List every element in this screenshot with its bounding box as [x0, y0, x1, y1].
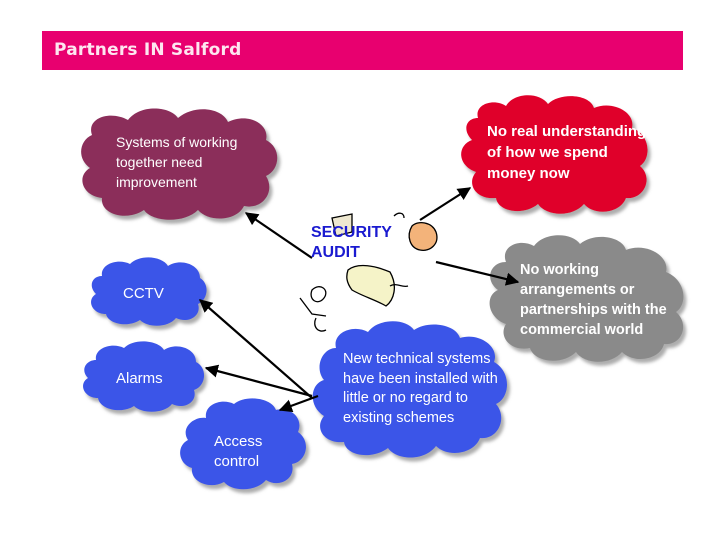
- cloud-new-tech-shape: [312, 321, 507, 458]
- header-title: Partners IN Salford: [54, 40, 242, 60]
- cloud-access: [180, 398, 306, 490]
- header-banner: Partners IN Salford: [42, 31, 683, 70]
- cloud-no-working-shape: [489, 235, 684, 362]
- cloud-alarms: [83, 341, 205, 412]
- arrow-to-access: [278, 394, 319, 413]
- cloud-cctv-shape: [91, 257, 207, 326]
- cloud-new-tech-text: New technical systems have been installe…: [343, 351, 498, 426]
- cloud-no-working: [489, 235, 684, 362]
- connector-arrows: [199, 187, 520, 413]
- arrow-to-no-working: [435, 260, 520, 286]
- cloud-no-real-text: No real understanding of how we spend mo…: [487, 123, 647, 182]
- security-clipart-icon: [299, 212, 438, 332]
- cloud-systems-shape: [81, 108, 278, 220]
- cloud-systems: [81, 108, 278, 220]
- arrow-to-alarms: [204, 364, 313, 398]
- cloud-systems-text: Systems of working together need improve…: [116, 134, 238, 190]
- cloud-cctv-text: CCTV: [123, 285, 164, 302]
- security-audit-label: SECURITY AUDIT: [311, 224, 392, 261]
- cloud-no-real-shape: [461, 95, 648, 214]
- cloud-cctv: [91, 257, 207, 326]
- cloud-alarms-text: Alarms: [116, 370, 163, 387]
- cloud-access-text: Access control: [214, 433, 263, 470]
- arrow-to-no-real: [419, 187, 472, 221]
- arrow-to-systems: [244, 212, 313, 259]
- cloud-new-tech: [312, 321, 507, 458]
- cloud-alarms-shape: [83, 341, 205, 412]
- cloud-no-working-text: No working arrangements or partnerships …: [520, 262, 667, 338]
- arrow-to-cctv: [199, 299, 313, 399]
- cloud-access-shape: [180, 398, 306, 490]
- cloud-no-real: [461, 95, 648, 214]
